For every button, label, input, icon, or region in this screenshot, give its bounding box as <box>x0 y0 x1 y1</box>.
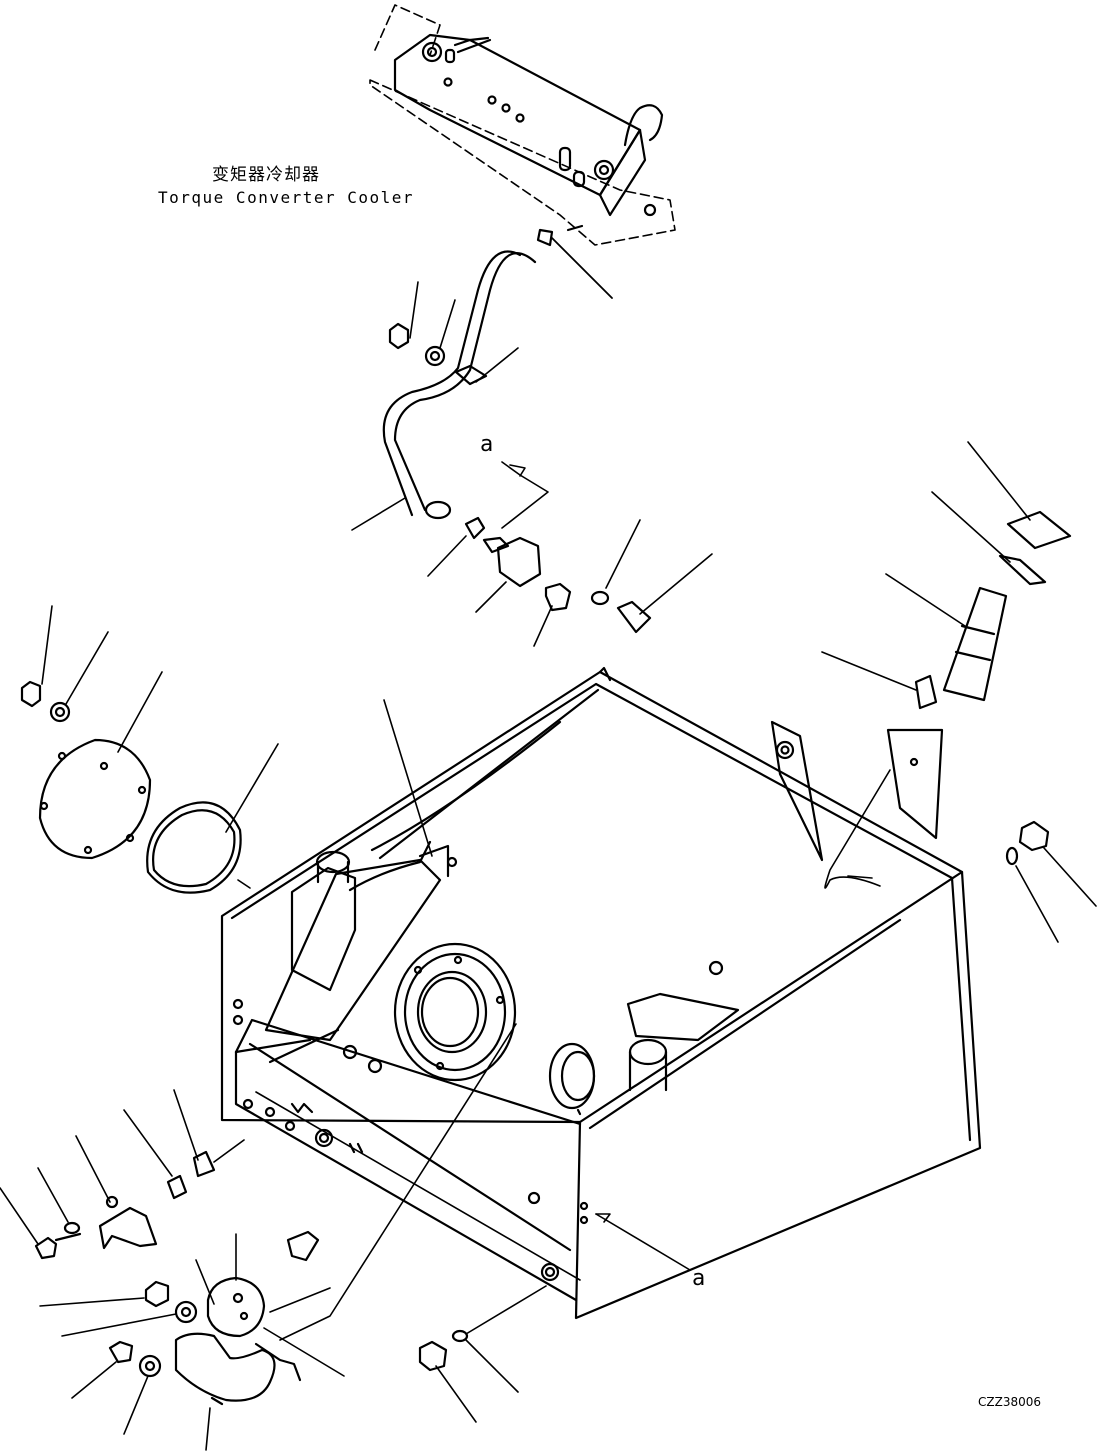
hydraulic-tank <box>220 666 982 1320</box>
sensor-harness <box>39 1023 517 1451</box>
filler-strainer <box>821 441 1072 710</box>
drain-valve-assembly <box>427 461 713 647</box>
reference-mark-a-bottom: a <box>692 1266 706 1291</box>
cooler-label-chinese: 变矩器冷却器 <box>212 165 320 185</box>
torque-converter-cooler <box>369 4 676 246</box>
cooler-hose-assembly <box>351 228 613 531</box>
inspection-cover <box>20 605 279 894</box>
bracket-fasteners-left <box>0 1089 245 1260</box>
drain-plug <box>418 1285 547 1423</box>
cooler-label-english: Torque Converter Cooler <box>158 188 415 207</box>
side-fasteners-right <box>1005 820 1097 943</box>
reference-mark-a-top: a <box>480 432 494 457</box>
drawing-code: CZZ38006 <box>978 1395 1041 1409</box>
